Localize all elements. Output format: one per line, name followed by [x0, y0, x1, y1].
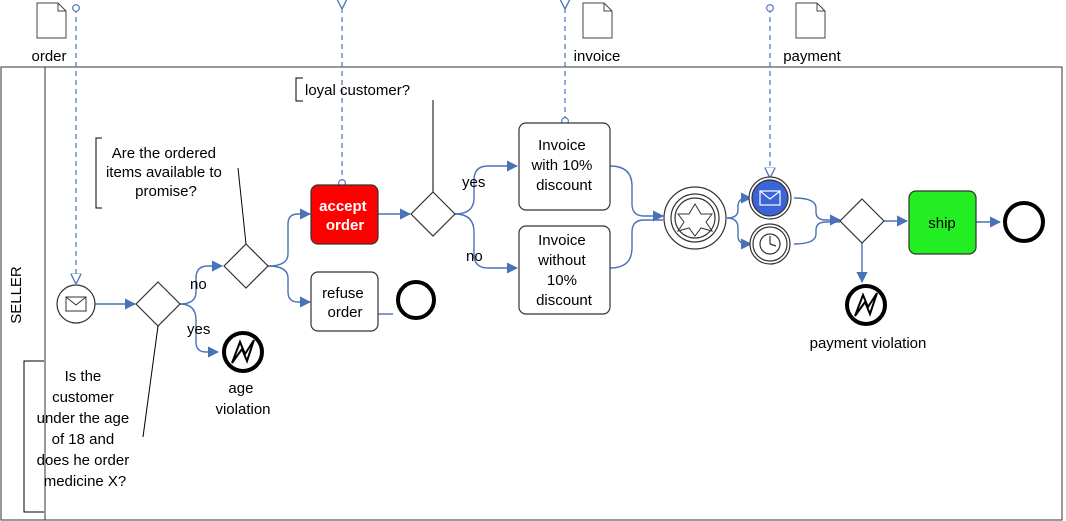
seller-pool [0, 66, 1063, 521]
task-invoice-no-discount-line1: Invoice [538, 232, 586, 249]
gateway-payment[interactable] [839, 198, 885, 244]
task-refuse-order[interactable]: refuse order [310, 271, 379, 332]
task-accept-order-box [310, 184, 379, 245]
annotation-age-line5: does he order [37, 452, 130, 469]
end-event-ship[interactable] [1003, 201, 1045, 243]
message-flows [76, 8, 770, 283]
gateway-age-no-label: no [190, 276, 207, 293]
annotation-items-line3: promise? [135, 183, 197, 200]
message-catch-event[interactable] [748, 176, 792, 220]
annotation-loyal-customer-text: loyal customer? [305, 82, 410, 99]
task-invoice-no-discount-line2: without [537, 252, 586, 269]
svg-text:Is the customer un: Is the customer under the age of 18 and … [37, 368, 134, 490]
annotation-age-line2: customer [52, 389, 114, 406]
task-accept-order[interactable]: accept order [310, 184, 379, 245]
sequence-flows [95, 160, 1002, 358]
annotation-age-line6: medicine X? [44, 473, 127, 490]
task-refuse-order-line2: order [327, 304, 362, 321]
data-object-invoice-label: invoice [574, 48, 621, 65]
gateway-loyal-yes-label: yes [462, 174, 485, 191]
task-refuse-order-line1: refuse [322, 285, 364, 302]
message-start-event[interactable] [56, 284, 96, 324]
data-object-order[interactable]: order [31, 2, 67, 65]
pool-label: SELLER [8, 266, 25, 324]
error-end-age-violation[interactable] [222, 331, 264, 373]
annotation-items-available: Are the ordered items available to promi… [95, 137, 247, 245]
event-based-gateway[interactable] [663, 186, 727, 250]
task-ship-label: ship [928, 215, 956, 232]
gateway-loyal-no-label: no [466, 248, 483, 265]
end-event-refuse[interactable] [396, 280, 436, 320]
task-ship[interactable]: ship [908, 190, 977, 255]
annotation-age-line3: under the age [37, 410, 130, 427]
data-object-order-label: order [31, 48, 66, 65]
svg-text:Are the ordered items av: Are the ordered items available to promi… [106, 145, 226, 200]
annotation-items-line2: items available to [106, 164, 222, 181]
task-invoice-no-discount[interactable]: Invoice without 10% discount [518, 225, 611, 315]
annotation-age-line4: of 18 and [52, 431, 115, 448]
data-object-payment[interactable]: payment [783, 2, 842, 65]
task-invoice-discount-line2: with 10% [530, 157, 592, 174]
gateway-age-check[interactable] [135, 281, 181, 327]
star-icon [676, 203, 714, 237]
age-violation-label: age violation [215, 380, 270, 418]
task-invoice-discount[interactable]: Invoice with 10% discount [518, 122, 611, 211]
svg-text:Invoice with 10% d: Invoice with 10% discount [530, 137, 596, 194]
task-invoice-discount-line1: Invoice [538, 137, 586, 154]
timer-catch-event[interactable] [749, 223, 791, 265]
task-ship-box [908, 190, 977, 255]
annotation-items-line1: Are the ordered [112, 145, 216, 162]
error-end-payment-violation[interactable] [845, 284, 887, 326]
error-icon [231, 339, 255, 364]
svg-text:accept order: accept order [319, 198, 371, 234]
task-accept-order-line1: accept [319, 198, 367, 215]
data-object-invoice[interactable]: invoice [574, 2, 621, 65]
gateway-items-available[interactable] [223, 243, 269, 289]
annotation-age-question: Is the customer under the age of 18 and … [23, 325, 159, 513]
svg-text:Invoice without 10: Invoice without 10% discount [536, 232, 593, 309]
gateway-loyal-customer[interactable] [410, 191, 456, 237]
task-invoice-no-discount-line4: discount [536, 292, 593, 309]
annotation-loyal-customer: loyal customer? [295, 77, 434, 192]
annotation-age-line1: Is the [65, 368, 102, 385]
svg-text:refuse order: refuse order [322, 285, 368, 321]
task-invoice-discount-line3: discount [536, 177, 593, 194]
task-invoice-no-discount-line3: 10% [547, 272, 577, 289]
error-icon [854, 292, 878, 317]
data-object-payment-label: payment [783, 48, 841, 65]
gateway-age-yes-label: yes [187, 321, 210, 338]
payment-violation-label: payment violation [810, 335, 927, 352]
task-accept-order-line2: order [326, 217, 365, 234]
